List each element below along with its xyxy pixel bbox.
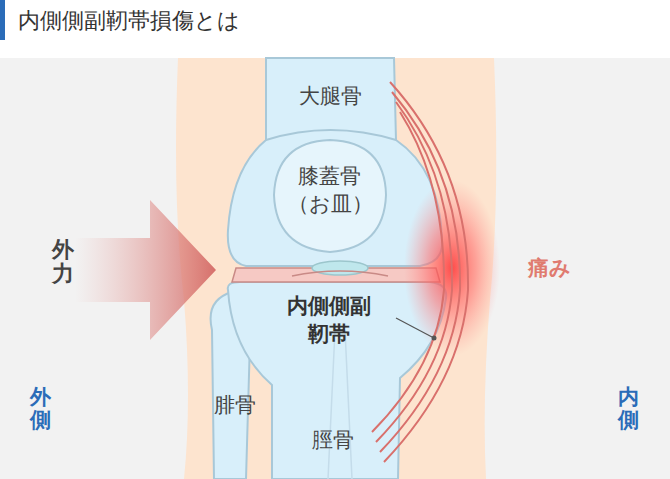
part-name: 膝蓋骨: [298, 164, 361, 189]
title-bar: [0, 0, 5, 40]
side-label: 内側: [618, 386, 639, 432]
part-name: 大腿骨: [299, 84, 362, 109]
part-name: 内側側副靭帯: [285, 292, 373, 349]
force-arrow: [75, 200, 216, 340]
side-label: 外側: [30, 386, 51, 432]
pain-label: 痛み: [528, 256, 571, 281]
force-label: 外力: [52, 238, 74, 286]
medial-collateral-ligament: [372, 82, 468, 462]
part-name: 腓骨: [214, 393, 256, 418]
patella: [274, 140, 386, 252]
background: [0, 58, 670, 479]
part-name: （お皿）: [288, 192, 373, 217]
leader-line: [396, 318, 432, 337]
part-name: 脛骨: [312, 428, 354, 453]
page-title: 内側側副靭帯損傷とは: [18, 6, 240, 36]
